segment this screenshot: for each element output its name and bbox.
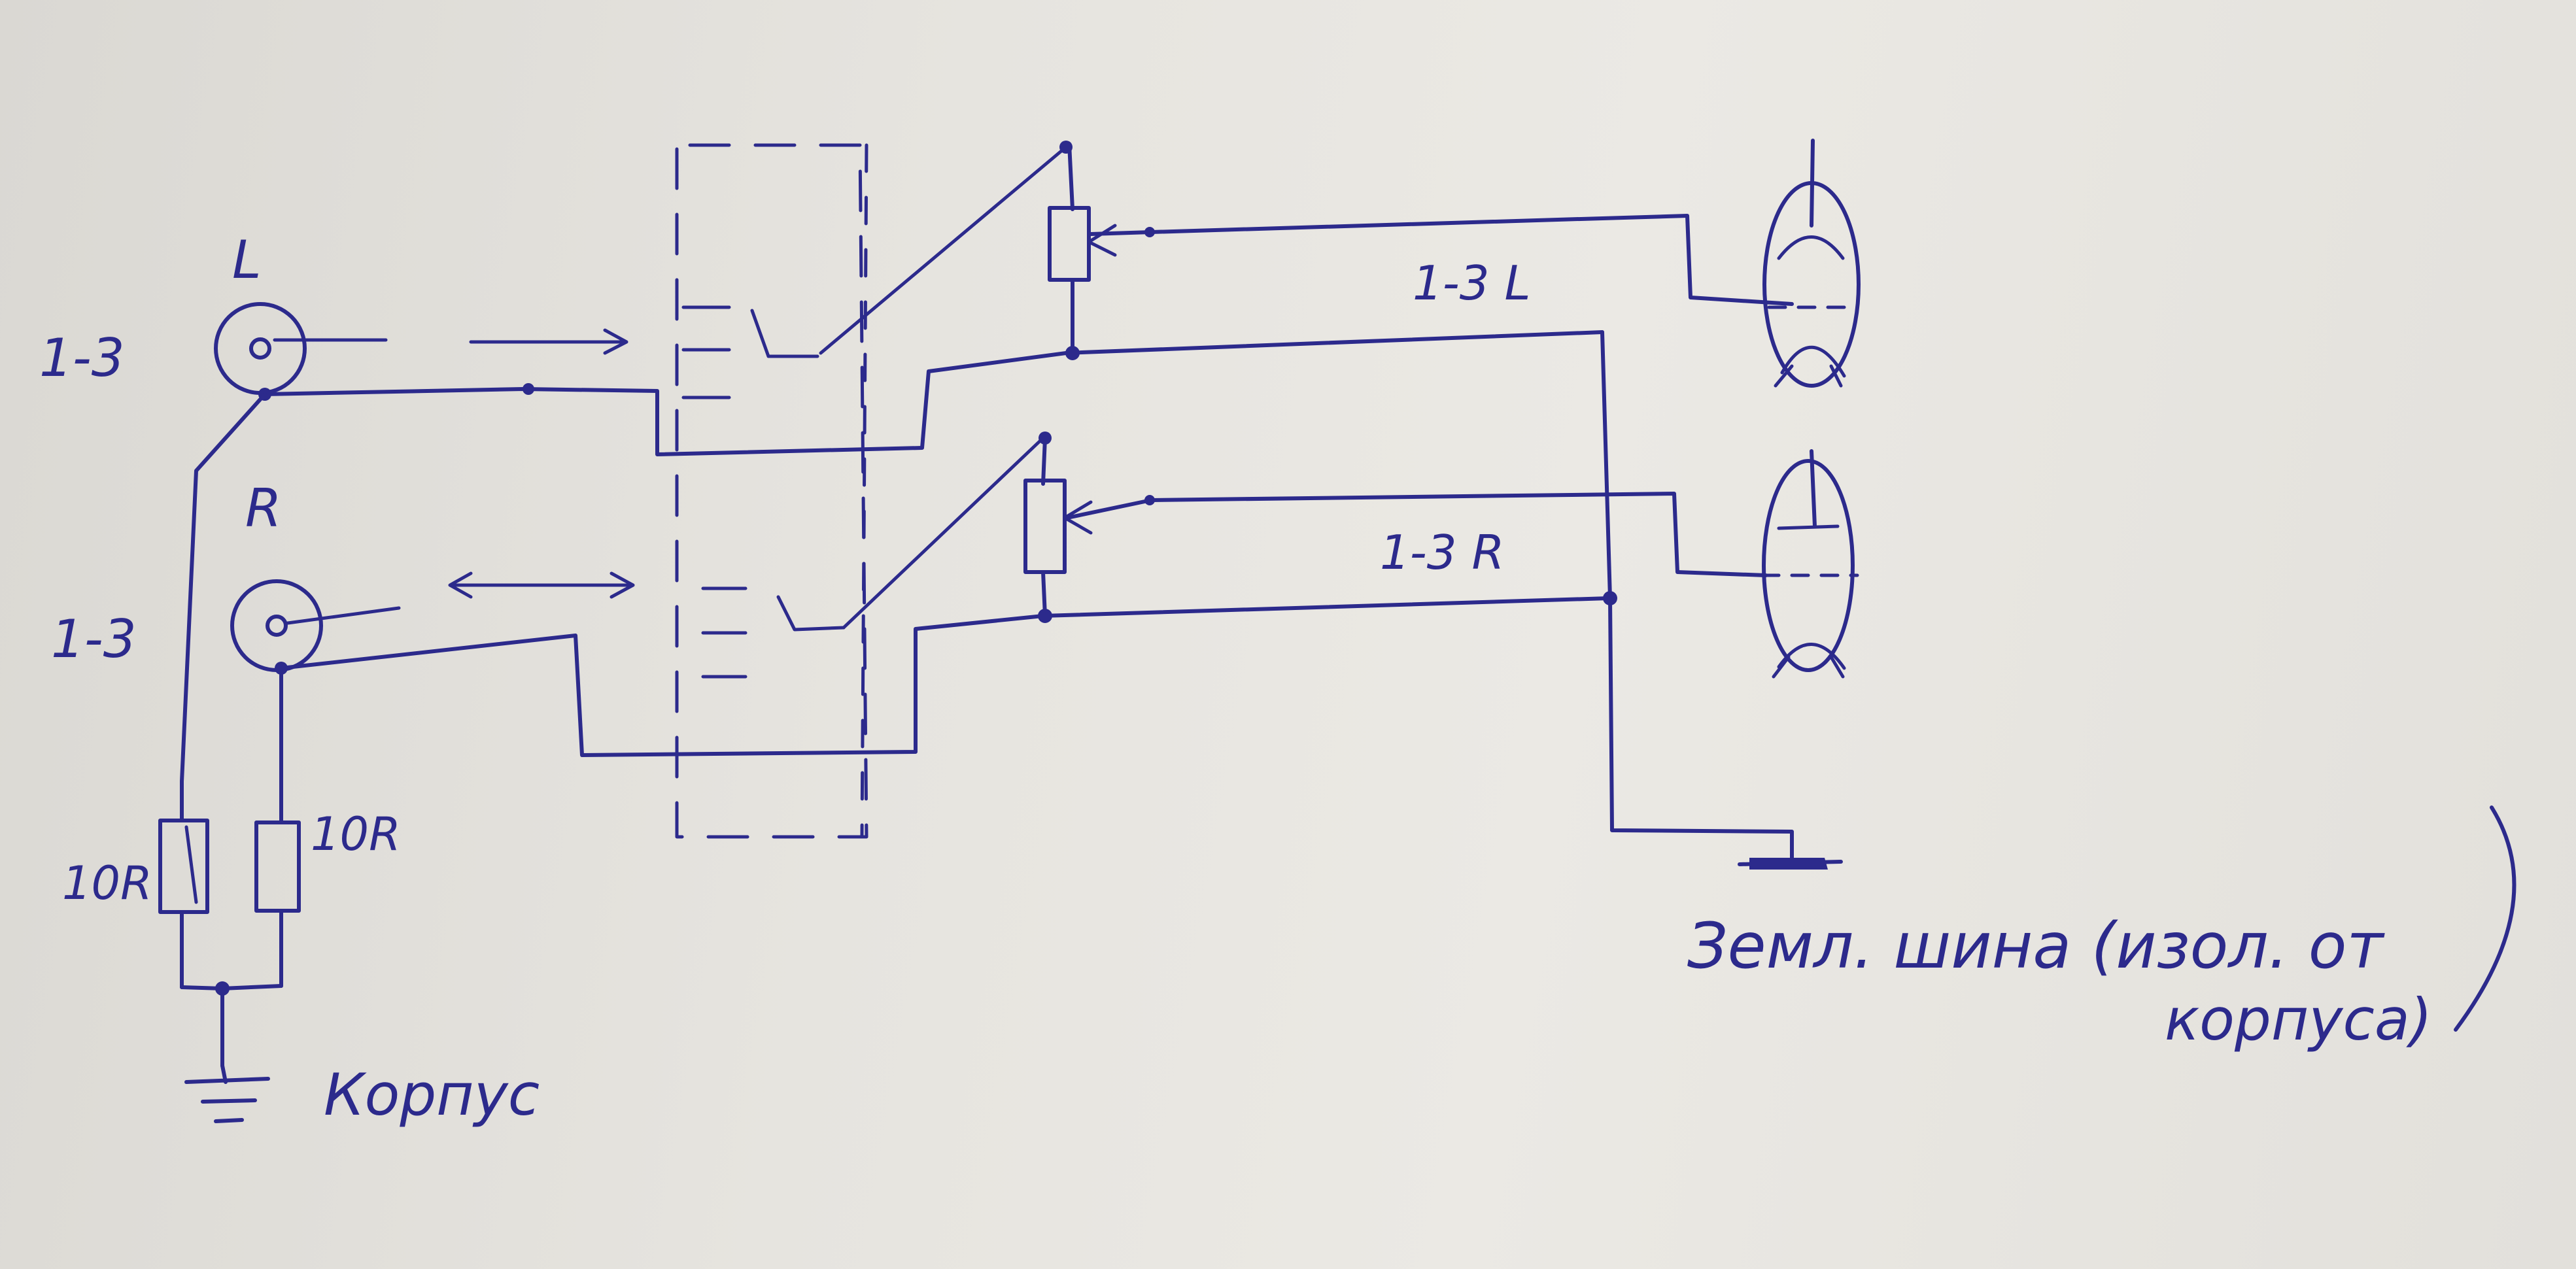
paren-close [2454, 805, 2516, 1032]
label-ground-bus-line1: Земл. шина (изол. от [1687, 909, 2386, 983]
label-resistor-right: 10R [311, 807, 401, 861]
jack-right [230, 579, 323, 675]
label-resistor-left: 10R [62, 856, 152, 910]
right-sleeve-wire [279, 596, 1611, 757]
label-jack-right-pins: 1-3 [51, 609, 137, 669]
label-chassis-ground: Корпус [324, 1061, 540, 1128]
label-jack-left-channel: L [232, 229, 262, 290]
tube-right [1760, 449, 1859, 679]
pot-right [1023, 431, 1093, 623]
label-ground-bus-line2: корпуса) [2165, 986, 2432, 1053]
wiper-link-lower [842, 436, 1045, 630]
pot-left [1048, 141, 1117, 360]
left-sleeve-wire [263, 330, 1604, 456]
label-net-right: 1-3 R [1380, 525, 1505, 580]
arrow-left [469, 328, 628, 355]
wiper-link-upper [819, 145, 1068, 355]
chassis-join [180, 984, 283, 1068]
switch-contacts-upper [681, 305, 819, 399]
ground-bus-wire [1600, 330, 1794, 862]
tube-left [1762, 139, 1861, 388]
resistor-left [158, 779, 209, 989]
switch-contacts-lower [701, 586, 846, 679]
label-jack-right-channel: R [245, 478, 282, 539]
left-chassis-wire [180, 392, 267, 783]
resistor-right [254, 815, 301, 988]
selector-switch-outline [675, 143, 868, 839]
arrow-right [448, 571, 635, 599]
ground-bus-icon [1738, 858, 1843, 870]
chassis-ground-icon [184, 1064, 270, 1123]
grid-wire-left [1089, 214, 1794, 306]
label-net-left: 1-3 L [1413, 256, 1531, 311]
label-jack-left-pins: 1-3 [39, 328, 125, 388]
jack-right-tip-wire [286, 606, 401, 625]
grid-wire-right [1065, 492, 1768, 577]
jack-left [214, 302, 307, 401]
